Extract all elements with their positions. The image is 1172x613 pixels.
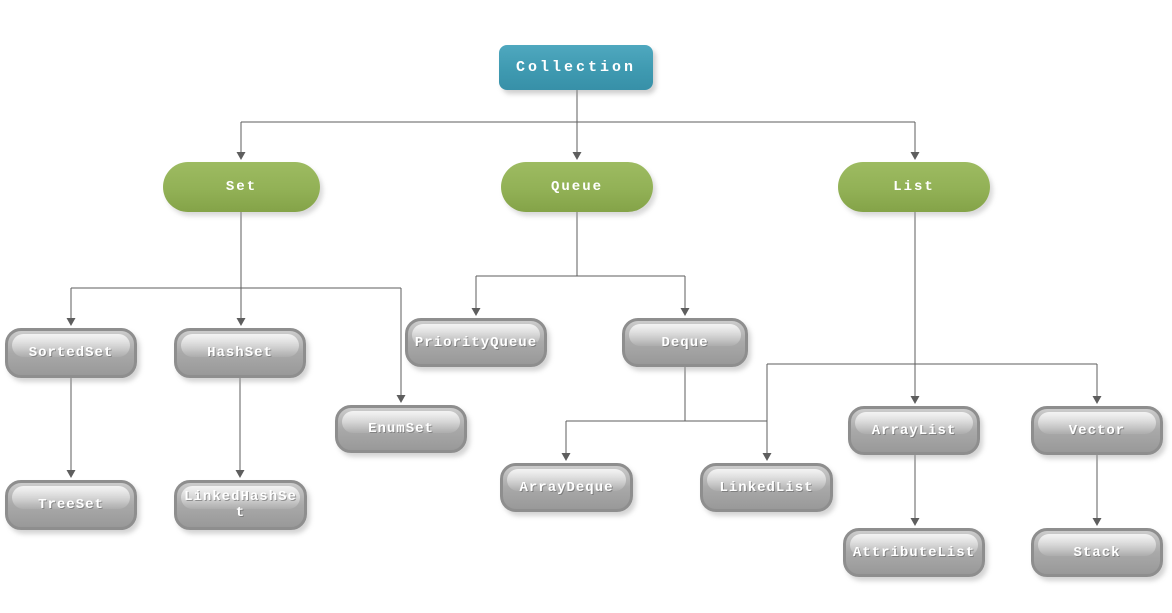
node-enumset-label: EnumSet <box>368 421 434 437</box>
node-set-label: Set <box>225 179 258 195</box>
node-stack-label: Stack <box>1073 544 1121 561</box>
connectors <box>66 90 1102 526</box>
node-treeset-label: TreeSet <box>38 497 104 513</box>
node-linkedhashset-label: LinkedHashSet <box>184 488 297 521</box>
node-collection: Collection <box>499 45 653 90</box>
node-sortedset-label: SortedSet <box>28 345 114 361</box>
node-vector-label: Vector <box>1068 422 1126 439</box>
node-treeset: TreeSet <box>5 480 137 530</box>
node-arraylist-label: ArrayList <box>871 422 957 439</box>
node-hashset: HashSet <box>174 328 306 378</box>
node-arraylist: ArrayList <box>848 406 980 455</box>
node-set: Set <box>163 162 320 212</box>
node-queue-label: Queue <box>550 179 603 195</box>
node-sortedset: SortedSet <box>5 328 137 378</box>
node-deque: Deque <box>622 318 748 367</box>
node-linkedlist: LinkedList <box>700 463 833 512</box>
node-arraydeque-label: ArrayDeque <box>519 479 614 496</box>
node-collection-label: Collection <box>515 59 636 76</box>
node-deque-label: Deque <box>661 334 709 351</box>
node-priorityqueue: PriorityQueue <box>405 318 547 367</box>
node-vector: Vector <box>1031 406 1163 455</box>
node-stack: Stack <box>1031 528 1163 577</box>
node-queue: Queue <box>501 162 653 212</box>
node-attributelist-label: AttributeList <box>852 544 976 561</box>
node-hashset-label: HashSet <box>207 345 273 361</box>
node-linkedhashset: LinkedHashSet <box>174 480 307 530</box>
node-priorityqueue-label: PriorityQueue <box>414 334 538 351</box>
node-list: List <box>838 162 990 212</box>
node-arraydeque: ArrayDeque <box>500 463 633 512</box>
node-attributelist: AttributeList <box>843 528 985 577</box>
node-list-label: List <box>893 179 935 195</box>
node-enumset: EnumSet <box>335 405 467 453</box>
node-linkedlist-label: LinkedList <box>719 479 814 496</box>
